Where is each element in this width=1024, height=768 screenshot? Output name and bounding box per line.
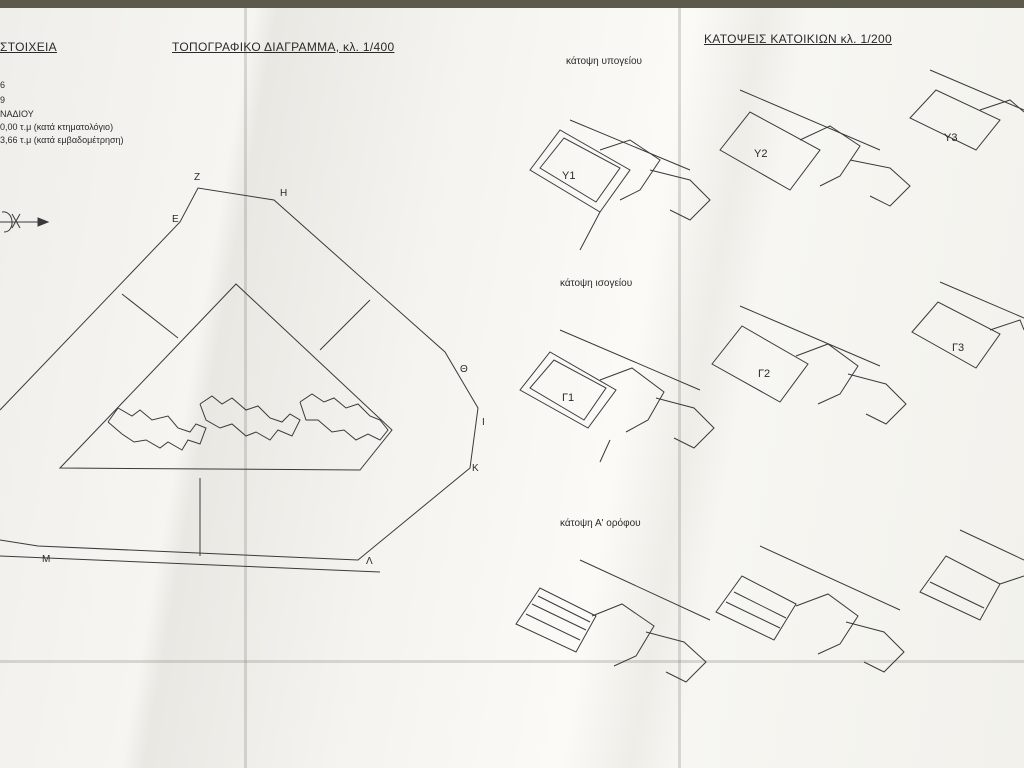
vertex-label: M [42, 554, 51, 565]
data-heading: ΣΤΟΙΧΕΙΑ [0, 40, 57, 54]
data-line: ΝΑΔΙΟΥ [0, 109, 34, 119]
basement-plans [529, 69, 1024, 251]
first-floor-label: κάτοψη Α' ορόφου [560, 518, 641, 529]
vertex-label: Z [194, 172, 201, 183]
vertex-label: H [280, 188, 288, 199]
data-line: 6 [0, 80, 6, 90]
fold-line [244, 8, 247, 768]
ground-plans [519, 281, 1024, 463]
basement-label: κάτοψη υπογείου [566, 56, 642, 67]
plans-title: ΚΑΤΟΨΕΙΣ ΚΑΤΟΙΚΙΩΝ κλ. 1/200 [704, 32, 892, 46]
data-line: 0,00 τ.μ (κατά κτηματολόγιο) [0, 122, 114, 132]
house-footprint [299, 393, 389, 441]
unit-tag: Y3 [944, 132, 958, 144]
fold-line [678, 8, 681, 768]
topo-title: ΤΟΠΟΓΡΑΦΙΚΟ ΔΙΑΓΡΑΜΜΑ, κλ. 1/400 [172, 40, 395, 54]
house-footprint [107, 407, 207, 451]
unit-tag: Γ3 [952, 342, 965, 354]
data-line: 3,66 τ.μ (κατά εμβαδομέτρηση) [0, 135, 124, 145]
vertex-label: I [482, 417, 485, 428]
plot-boundary [0, 187, 479, 561]
first-floor-plans [515, 529, 1024, 683]
unit-tag: Y1 [562, 170, 576, 182]
ground-label: κάτοψη ισογείου [560, 278, 633, 289]
unit-tag: Γ1 [562, 392, 575, 404]
drawing-sheet [0, 8, 1024, 768]
unit-tag: Y2 [754, 148, 768, 160]
data-line: 9 [0, 95, 6, 105]
fold-line [0, 660, 1024, 663]
vertex-label: E [172, 214, 179, 225]
vertex-label: Θ [460, 364, 468, 375]
building-zone [58, 283, 393, 471]
vertex-label: Λ [366, 556, 373, 567]
vertex-label: K [472, 463, 479, 474]
house-footprint [199, 395, 301, 441]
unit-tag: Γ2 [758, 368, 771, 380]
north-arrow-icon [0, 211, 50, 233]
